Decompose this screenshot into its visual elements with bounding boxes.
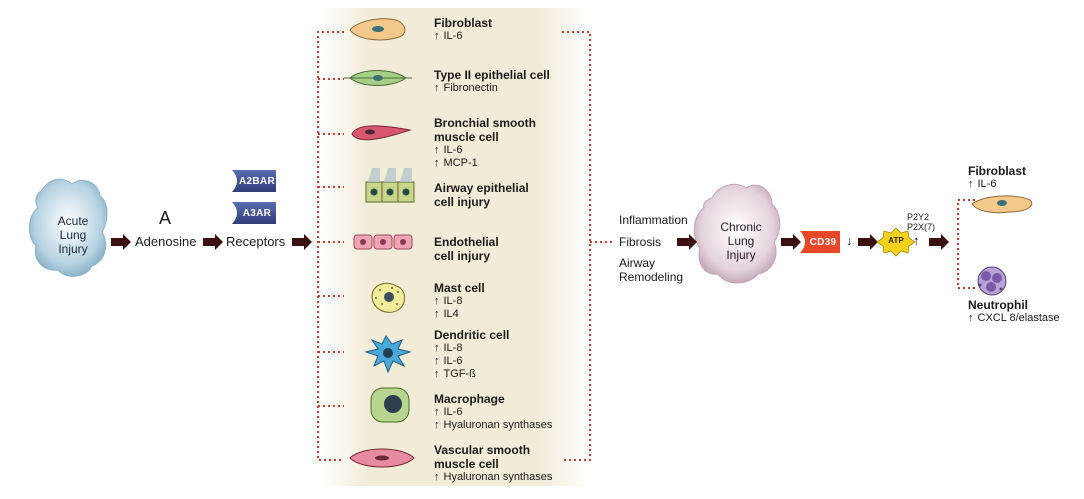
type2-epithelial-icon (344, 70, 412, 86)
cell-entry-type2-epithelial: Type II epithelial cell Fibronectin (434, 68, 550, 95)
cell-effect: Hyaluronan synthases (434, 471, 553, 484)
chronic-injury-blob (693, 183, 781, 284)
a2bar-badge: A2BAR (239, 175, 275, 187)
cell-title: Dendritic cell (434, 328, 510, 342)
right-fibroblast-entry: Fibroblast IL-6 (968, 164, 1026, 191)
chronic-line-2: Lung (727, 234, 755, 248)
neutrophil-icon (977, 266, 1007, 296)
cell-effect: IL-6 (434, 406, 552, 419)
receptors-label: Receptors (226, 234, 286, 249)
acute-injury-label: Acute Lung Injury (40, 214, 106, 256)
cell-title: muscle cell (434, 457, 499, 471)
cell-title: Vascular smooth (434, 443, 531, 457)
a2bar-shape (232, 170, 276, 192)
outcome-inflammation: Inflammation (619, 213, 688, 227)
atp-shape (876, 227, 916, 257)
left-bracket (317, 31, 344, 461)
cell-entry-airway-epithelial: Airway epithelial cell injury (434, 181, 529, 209)
adenosine-symbol: A (159, 208, 172, 228)
outcome-fibrosis: Fibrosis (619, 235, 662, 249)
arrow-7 (929, 234, 949, 250)
output-bracket (957, 199, 975, 289)
up-arrow-icon: ↑ (913, 233, 920, 248)
arrow-3 (292, 234, 312, 250)
neutrophil-entry: Neutrophil CXCL 8/elastase (968, 298, 1060, 325)
cell-entry-fibroblast: Fibroblast IL-6 (434, 16, 492, 43)
cell-title: cell injury (434, 249, 491, 263)
cd39-badge: CD39 (809, 236, 837, 248)
outcome-airway: Airway (619, 256, 656, 270)
arrow-4 (677, 234, 697, 250)
a3ar-badge: A3AR (242, 207, 272, 219)
cell-entry-mast-cell: Mast cell IL-8 IL4 (434, 281, 485, 321)
outcome-remodeling: Remodeling (619, 270, 684, 284)
arrow-6 (858, 234, 878, 250)
acute-line-1: Acute (57, 214, 89, 228)
chronic-line-1: Chronic (720, 220, 762, 234)
cell-title: Mast cell (434, 281, 485, 295)
right-fibroblast-title: Fibroblast (968, 164, 1027, 178)
cell-effect: IL4 (434, 308, 485, 321)
cell-entry-endothelial: Endothelial cell injury (434, 235, 499, 263)
airway-epithelial-icon (365, 168, 415, 203)
cell-entry-vascular-smooth-muscle: Vascular smooth muscle cell Hyaluronan s… (434, 443, 552, 484)
cell-effect: IL-8 (434, 342, 509, 355)
acute-injury-blob (29, 178, 108, 277)
cell-entry-dendritic-cell: Dendritic cell IL-8 IL-6 TGF-ß (434, 328, 509, 381)
dotted-connectors (317, 31, 975, 461)
mast-cell-icon (371, 282, 405, 313)
adenosine-label: Adenosine (135, 234, 197, 249)
cell-title: Type II epithelial cell (434, 68, 550, 82)
fibroblast-icon (349, 18, 406, 41)
chronic-line-3: Injury (726, 248, 756, 262)
cell-effect: IL-6 (434, 355, 509, 368)
right-fibroblast-icon (971, 195, 1033, 214)
cell-effect: IL-6 (434, 30, 492, 43)
arrow-1 (111, 234, 131, 250)
cell-title: Fibroblast (434, 16, 493, 30)
neutrophil-effect: CXCL 8/elastase (968, 312, 1060, 325)
cell-title: cell injury (434, 195, 491, 209)
cell-effect: Fibronectin (434, 82, 550, 95)
down-arrow-icon: ↓ (846, 233, 853, 248)
acute-line-2: Lung (59, 228, 87, 242)
p2x7-label: P2X(7) (907, 222, 936, 232)
arrow-2 (203, 234, 223, 250)
cell-effect: MCP-1 (434, 157, 536, 170)
cell-title: Bronchial smooth (434, 116, 537, 130)
vascular-smooth-muscle-icon (349, 448, 415, 468)
cell-title: Airway epithelial (434, 181, 529, 195)
neutrophil-title: Neutrophil (968, 298, 1028, 312)
cell-title: muscle cell (434, 130, 499, 144)
chronic-injury-label: Chronic Lung Injury (706, 220, 776, 262)
endothelial-icon (353, 234, 413, 250)
bronchial-smooth-muscle-icon (351, 125, 412, 141)
acute-line-3: Injury (58, 242, 88, 256)
atp-label: ATP (888, 236, 904, 245)
macrophage-icon (370, 387, 410, 423)
cell-effect: TGF-ß (434, 368, 509, 381)
cell-effect: IL-6 (434, 144, 536, 157)
cell-effect: IL-8 (434, 295, 485, 308)
arrow-5 (781, 234, 801, 250)
cell-title: Macrophage (434, 392, 505, 406)
right-bracket (562, 31, 591, 461)
p2y2-label: P2Y2 (907, 212, 930, 222)
cell-effect: Hyaluronan synthases (434, 419, 553, 432)
cell-entry-macrophage: Macrophage IL-6 Hyaluronan synthases (434, 392, 552, 432)
dendritic-cell-icon (364, 335, 412, 374)
right-fibroblast-effect: IL-6 (968, 178, 1026, 191)
cd39-shape (800, 231, 840, 253)
a3ar-shape (232, 202, 276, 224)
cell-entry-bronchial-smooth-muscle: Bronchial smooth muscle cell IL-6 MCP-1 (434, 116, 536, 170)
cell-title: Endothelial (434, 235, 499, 249)
p2-receptors: P2Y2 P2X(7) (907, 212, 935, 232)
arrows (111, 234, 949, 250)
